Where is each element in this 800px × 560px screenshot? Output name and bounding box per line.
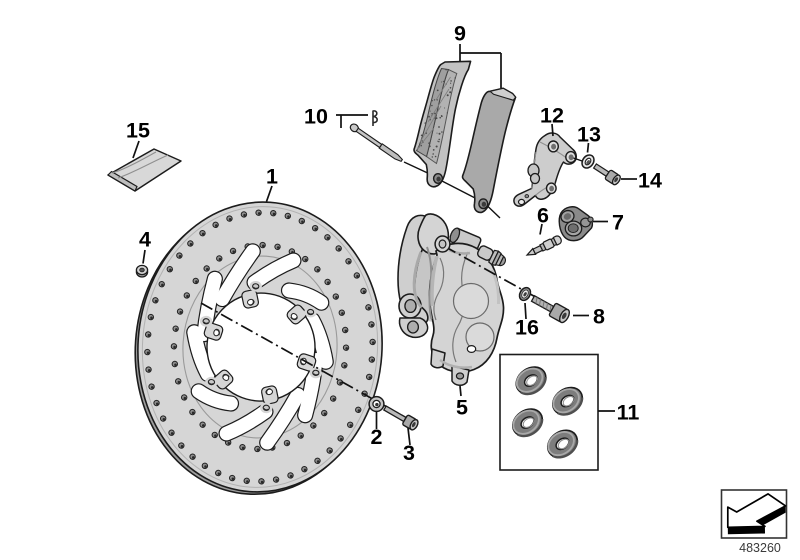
svg-text:15: 15 xyxy=(126,119,150,143)
svg-text:2: 2 xyxy=(371,425,383,449)
svg-text:4: 4 xyxy=(139,228,151,252)
svg-text:7: 7 xyxy=(612,211,624,235)
svg-text:14: 14 xyxy=(638,169,662,193)
svg-text:13: 13 xyxy=(577,123,601,147)
svg-text:6: 6 xyxy=(537,204,549,228)
svg-text:3: 3 xyxy=(403,441,415,465)
svg-text:483260: 483260 xyxy=(739,541,781,555)
svg-text:5: 5 xyxy=(456,396,468,420)
svg-text:8: 8 xyxy=(593,305,605,329)
svg-text:1: 1 xyxy=(266,165,278,189)
svg-text:10: 10 xyxy=(304,105,328,129)
svg-text:9: 9 xyxy=(454,22,466,46)
svg-text:16: 16 xyxy=(515,316,539,340)
svg-text:11: 11 xyxy=(617,401,640,425)
svg-text:12: 12 xyxy=(540,104,564,128)
